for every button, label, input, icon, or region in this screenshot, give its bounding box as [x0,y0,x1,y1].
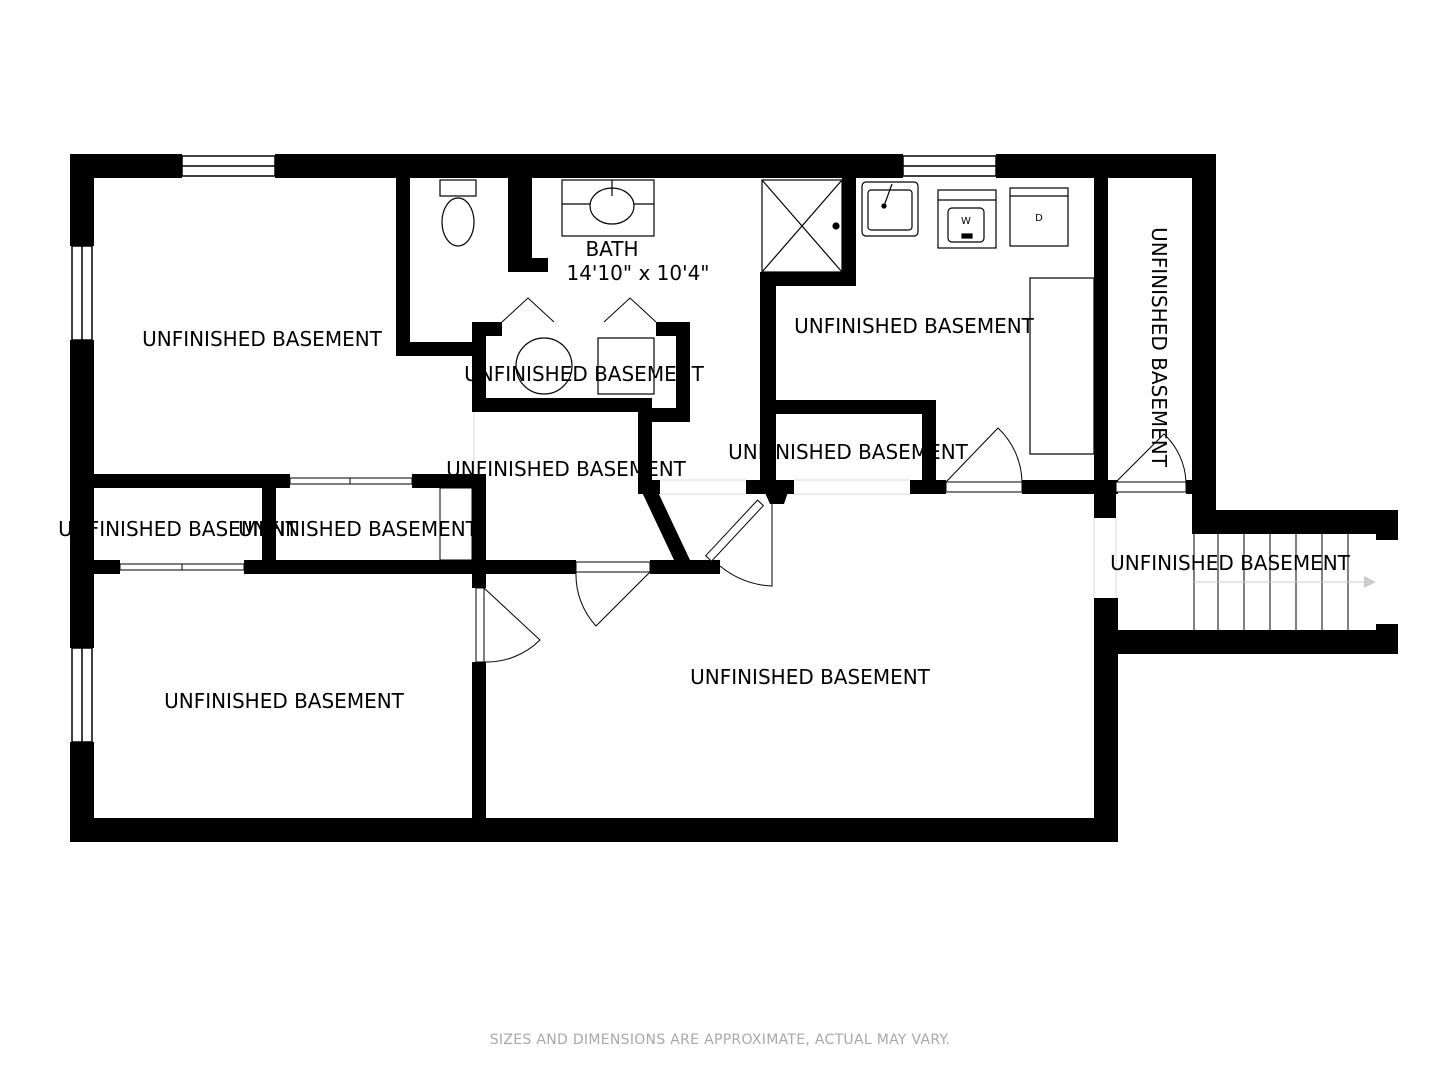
fixtures [439,179,1095,455]
wall-shower-top [842,178,856,286]
stairs [1193,534,1376,630]
wall-closet-bottom [472,398,652,412]
door-closet-bottom[interactable] [575,561,651,573]
swing-doors [475,297,1187,663]
wall-mid-right-top [776,400,936,414]
water-heater [515,337,573,395]
wall-left-mid [70,340,94,648]
door-diagonal[interactable] [704,499,765,562]
wall-hall-west [638,438,652,490]
wall-closets-divider [262,474,276,574]
wall-stair-top [1192,510,1398,534]
wall-top-right [996,154,1216,178]
wall-mid-right-east [922,400,936,494]
wall-closets-east [472,474,486,584]
dryer-icon [1009,187,1069,247]
windows [71,155,997,743]
furnace [597,337,655,395]
wall-laundry-top [760,272,856,286]
wall-closets-bottom-mid [244,560,576,574]
sink-icon [561,179,655,237]
door-sw-room[interactable] [475,587,485,663]
counter [1029,277,1095,455]
wall-closet-top-left [472,322,502,336]
wall-bath-west [396,178,410,356]
bath-dimensions-label: 14'10" x 10'4" [566,261,709,285]
door-mid-right[interactable] [945,481,1023,493]
wall-left-upper [70,154,94,246]
room-label-west-closet-a: UNFINISHED BASEMENT [58,517,299,541]
wall-stair-bottom [1094,630,1398,654]
room-label-hall: UNFINISHED BASEMENT [446,457,687,481]
wall-top-mid [275,154,903,178]
room-label-west-closet-b: UNFINISHED BASEMENT [238,517,479,541]
shower-icon [761,179,843,273]
room-label-mid-right: UNFINISHED BASEMENT [728,440,969,464]
room-label-sw: UNFINISHED BASEMENT [164,689,405,713]
room-label-east-vertical: UNFINISHED BASEMENT [1147,227,1171,468]
wall-bath-sw [396,342,486,356]
wall-closets-bottom-right [650,560,720,574]
wall-bath-stub-foot [508,258,548,272]
labels: BATH 14'10" x 10'4" UNFINISHED BASEMENT … [58,213,1351,713]
walls [70,154,1398,842]
wall-bottom [70,818,1118,842]
wall-east-room-bottom [1186,480,1216,494]
wall-stair-end-top [1376,510,1398,540]
wall-closets-bottom-left [94,560,120,574]
wall-closets-top-left [94,474,290,488]
washer-icon [937,189,997,249]
room-label-main: UNFINISHED BASEMENT [690,665,931,689]
wall-sw-east-upper [472,574,486,588]
sliding-doors [119,477,473,571]
disclaimer-text: SIZES AND DIMENSIONS ARE APPROXIMATE, AC… [489,1032,951,1048]
wall-closet-return [652,408,690,422]
openings [473,412,1117,598]
washer-label: W [961,216,971,227]
room-label-laundry: UNFINISHED BASEMENT [794,314,1035,338]
wall-hall-bottom-b [910,480,946,494]
stair-arrow-icon [1194,576,1376,588]
wall-closets-top-right [412,474,486,488]
toilet-icon [439,179,477,247]
laundry-sink-icon [861,181,919,237]
dryer-label: D [1035,213,1043,224]
wall-east-room-door-stub [1094,480,1116,518]
wall-door-post [762,486,790,504]
wall-east-room-west [1094,178,1108,494]
room-label-stair: UNFINISHED BASEMENT [1110,551,1351,575]
wall-closet-right [676,322,690,422]
wall-diagonal [640,488,690,560]
wall-bath-east [760,272,776,494]
room-label-center-small: UNFINISHED BASEMENT [464,362,705,386]
bath-name-label: BATH [585,237,638,261]
wall-right-east-room [1192,154,1216,528]
wall-closet-left [472,322,486,412]
room-label-nw: UNFINISHED BASEMENT [142,327,383,351]
wall-sw-east-lower [472,662,486,832]
wall-closet-inner [638,408,652,438]
wall-bath-stub [508,178,532,272]
door-east-room[interactable] [1115,481,1187,493]
wall-stair-end-bottom [1376,624,1398,654]
